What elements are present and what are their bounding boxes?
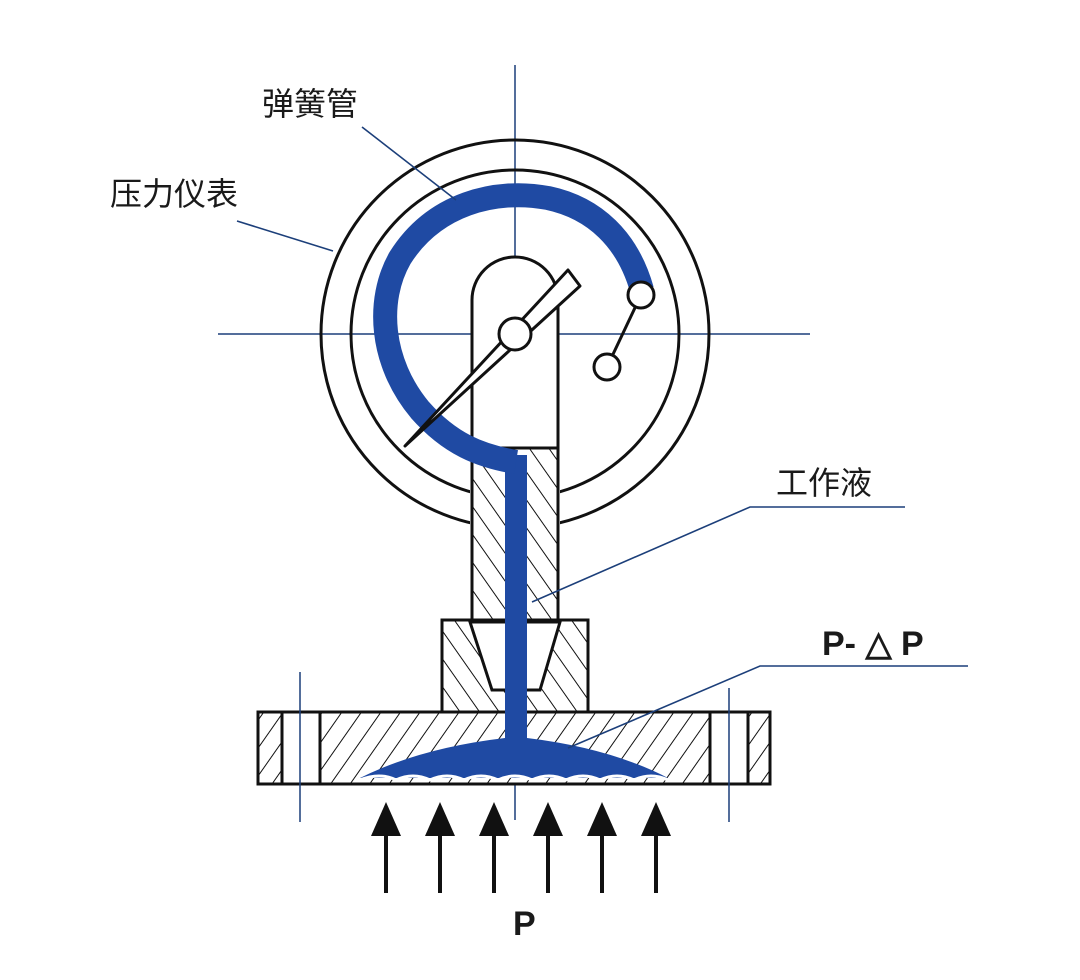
label-bourdon-tube: 弹簧管 [262,85,359,123]
pressure-arrow [587,802,617,893]
leader-bourdon-tube [361,126,457,201]
leader-pressure-gauge [236,220,334,252]
diaphragm-membrane [359,774,669,782]
label-working-fluid: 工作液 [776,464,873,502]
pressure-arrow [479,802,509,893]
pressure-arrow [641,802,671,893]
gauge-socket [470,255,560,450]
linkage-pivot [592,352,622,382]
bourdon-tube [373,183,654,474]
pressure-arrow [371,802,401,893]
label-input-pressure: P [513,905,536,943]
pressure-arrow [533,802,563,893]
pointer-needle [403,268,582,448]
leader-output-pressure [567,665,968,749]
flange-bolt-hole-left [280,710,322,786]
fluid-diaphragm-cavity [360,738,668,778]
label-output-pressure: P- △ P [822,625,924,663]
label-pressure-gauge: 压力仪表 [110,175,239,213]
tube-tip-joint [626,280,656,310]
pointer-hub [497,316,533,352]
pressure-arrow [425,802,455,893]
pressure-arrows [371,802,671,893]
leader-working-fluid [531,506,905,603]
fluid-channel [505,455,527,744]
